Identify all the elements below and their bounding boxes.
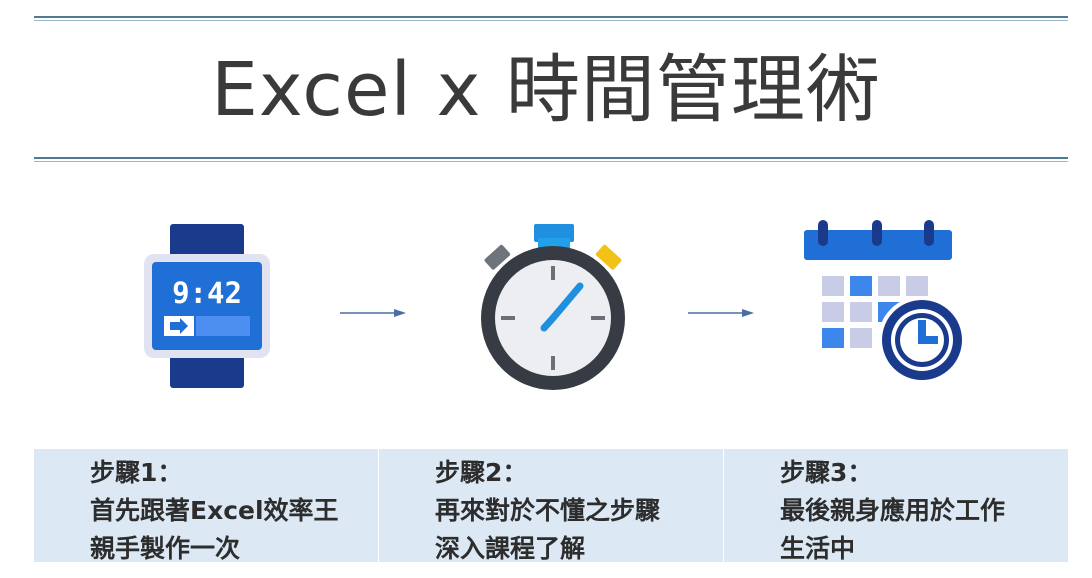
page-title: Excel x 時間管理術 <box>211 47 881 133</box>
title-divider <box>34 157 1068 162</box>
arrow-right-icon <box>340 309 406 317</box>
step-2-panel: 步驟2： 再來對於不懂之步驟 深入課程了解 <box>379 449 723 563</box>
step-3-panel: 步驟3： 最後親身應用於工作 生活中 <box>724 449 1068 563</box>
arrow-right-icon <box>688 309 754 317</box>
step-1-heading: 步驟1： <box>90 458 183 487</box>
watch-time-text: 9:42 <box>172 276 242 310</box>
step-3-line-2: 生活中 <box>780 534 856 563</box>
step-1-line-1: 首先跟著Excel效率王 <box>90 496 339 525</box>
step-2-heading: 步驟2： <box>435 458 528 487</box>
step-1-line-2: 親手製作一次 <box>90 534 241 563</box>
step-1-panel: 步驟1： 首先跟著Excel效率王 親手製作一次 <box>34 449 378 563</box>
step-3-heading: 步驟3： <box>780 458 873 487</box>
top-divider <box>34 16 1068 21</box>
step-2-line-1: 再來對於不懂之步驟 <box>435 496 661 525</box>
calendar-clock-icon <box>804 220 966 384</box>
step-3-line-1: 最後親身應用於工作 <box>780 496 1006 525</box>
smartwatch-icon: 9:42 <box>144 224 270 388</box>
step-2-line-2: 深入課程了解 <box>435 534 586 563</box>
stopwatch-icon <box>481 224 625 390</box>
